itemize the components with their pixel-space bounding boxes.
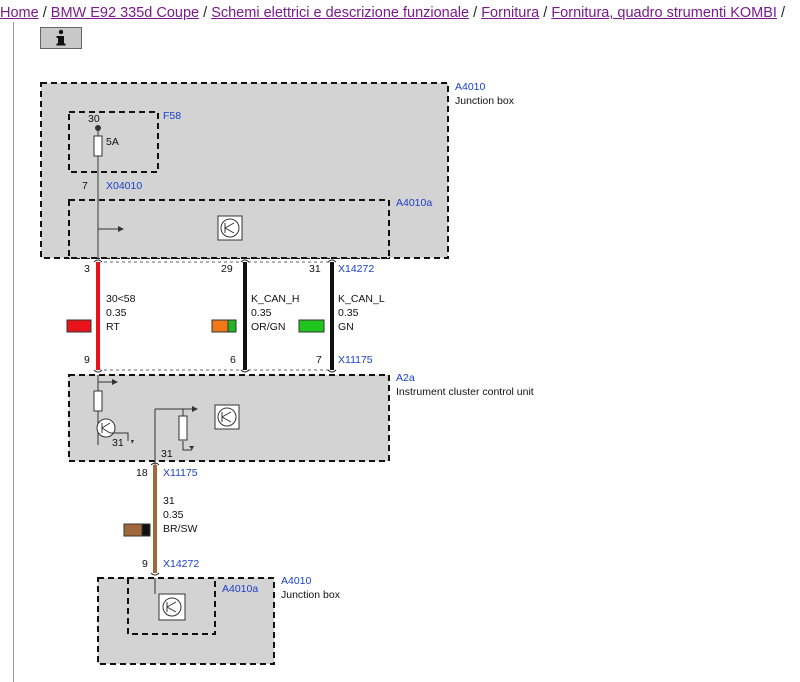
breadcrumb-model-link[interactable]: BMW E92 335d Coupe [50, 5, 200, 21]
pin-marker [240, 259, 250, 263]
fuse-terminal-dot [95, 125, 101, 131]
wire-signal-label: 31 [163, 495, 175, 507]
pin-label: 31 [161, 448, 173, 460]
wire-size-label: 0.35 [338, 307, 359, 319]
pin-marker [327, 369, 337, 373]
pin-marker [327, 259, 337, 263]
left-divider [13, 22, 14, 682]
breadcrumb-home-link[interactable]: Home [0, 5, 39, 21]
sub-arrow-head [118, 226, 124, 232]
component-id: A4010a [222, 583, 258, 595]
pin-label: 9 [84, 354, 90, 366]
component-id: A4010 [281, 575, 312, 587]
transistor-symbol-top [217, 215, 243, 241]
wire-color-swatch-brown [123, 523, 143, 537]
wire-color-label: RT [106, 321, 120, 333]
cluster-resistor-2-icon [178, 415, 188, 441]
connector-id: X11175 [163, 467, 198, 479]
cluster-transistor-icon [96, 418, 134, 444]
wire-size-label: 0.35 [106, 307, 127, 319]
fuse-block [68, 111, 159, 173]
info-icon [56, 29, 66, 46]
component-id: A2a [396, 372, 415, 384]
pin-label: 7 [82, 180, 88, 192]
pin-marker [150, 572, 160, 576]
wire-signal-label: K_CAN_L [338, 293, 385, 305]
breadcrumb-separator: / [473, 5, 478, 21]
breadcrumb-separator: / [42, 5, 47, 21]
pin-label: 31 [309, 263, 321, 275]
component-name: Instrument cluster control unit [396, 386, 534, 398]
component-id: A4010a [396, 197, 432, 209]
cluster-ground-arrow [192, 406, 198, 412]
cluster-ground-marker [189, 446, 194, 450]
connector-id: X14272 [163, 558, 199, 570]
wire-color-swatch-orange [211, 319, 229, 333]
component-name: Junction box [281, 589, 341, 601]
cluster-arrow-head [112, 379, 118, 385]
connector-id: X14272 [338, 263, 374, 275]
transistor-symbol-bottom [158, 593, 186, 621]
transistor-symbol-cluster [214, 404, 240, 430]
fuse-rating-label: 5A [106, 136, 119, 148]
pin-label: 29 [221, 263, 233, 275]
wire-color-label: GN [338, 321, 354, 333]
pin-marker [93, 369, 103, 373]
pin-label: 31 [112, 437, 124, 449]
fuse-pin-label: 30 [88, 113, 100, 125]
breadcrumb-separator: / [203, 5, 208, 21]
instrument-cluster-box [68, 374, 390, 462]
junction-box-bottom-sub [127, 577, 216, 635]
pin-label: 9 [142, 558, 148, 570]
wire-color-swatch-green [298, 319, 325, 333]
wire-color-label: OR/GN [251, 321, 285, 333]
wire-color-swatch-green-stripe [227, 319, 237, 333]
connector-id: X04010 [106, 180, 142, 192]
wire-color-label: BR/SW [163, 523, 198, 535]
breadcrumb: Home / BMW E92 335d Coupe / Schemi elett… [0, 0, 800, 26]
component-id: A4010 [455, 81, 486, 93]
junction-box-top [40, 82, 449, 259]
component-id: F58 [163, 110, 181, 122]
breadcrumb-supply-link[interactable]: Fornitura [481, 5, 540, 21]
junction-box-top-sub [68, 199, 390, 259]
wire-size-label: 0.35 [163, 509, 184, 521]
pin-marker [93, 259, 103, 263]
wire-signal-label: 30<58 [106, 293, 136, 305]
pin-label: 6 [230, 354, 236, 366]
pin-label: 3 [84, 263, 90, 275]
pin-marker [150, 462, 160, 466]
connector-id: X11175 [338, 354, 373, 366]
pin-marker [240, 369, 250, 373]
cluster-ground-branch [155, 408, 196, 451]
pin-label: 7 [316, 354, 322, 366]
info-button[interactable] [40, 27, 82, 49]
component-name: Junction box [455, 95, 515, 107]
wire-size-label: 0.35 [251, 307, 272, 319]
wire-signal-label: K_CAN_H [251, 293, 299, 305]
cluster-resistor-icon [93, 390, 103, 412]
fuse-icon [93, 135, 103, 157]
breadcrumb-wiring-link[interactable]: Schemi elettrici e descrizione funzional… [211, 5, 470, 21]
wire-color-swatch-black-stripe [141, 523, 151, 537]
breadcrumb-separator: / [543, 5, 548, 21]
junction-box-bottom [97, 577, 275, 665]
breadcrumb-separator: / [781, 5, 786, 21]
pin-label: 18 [136, 467, 148, 479]
breadcrumb-kombi-link[interactable]: Fornitura, quadro strumenti KOMBI [551, 5, 777, 21]
wire-color-swatch-red [66, 319, 92, 333]
